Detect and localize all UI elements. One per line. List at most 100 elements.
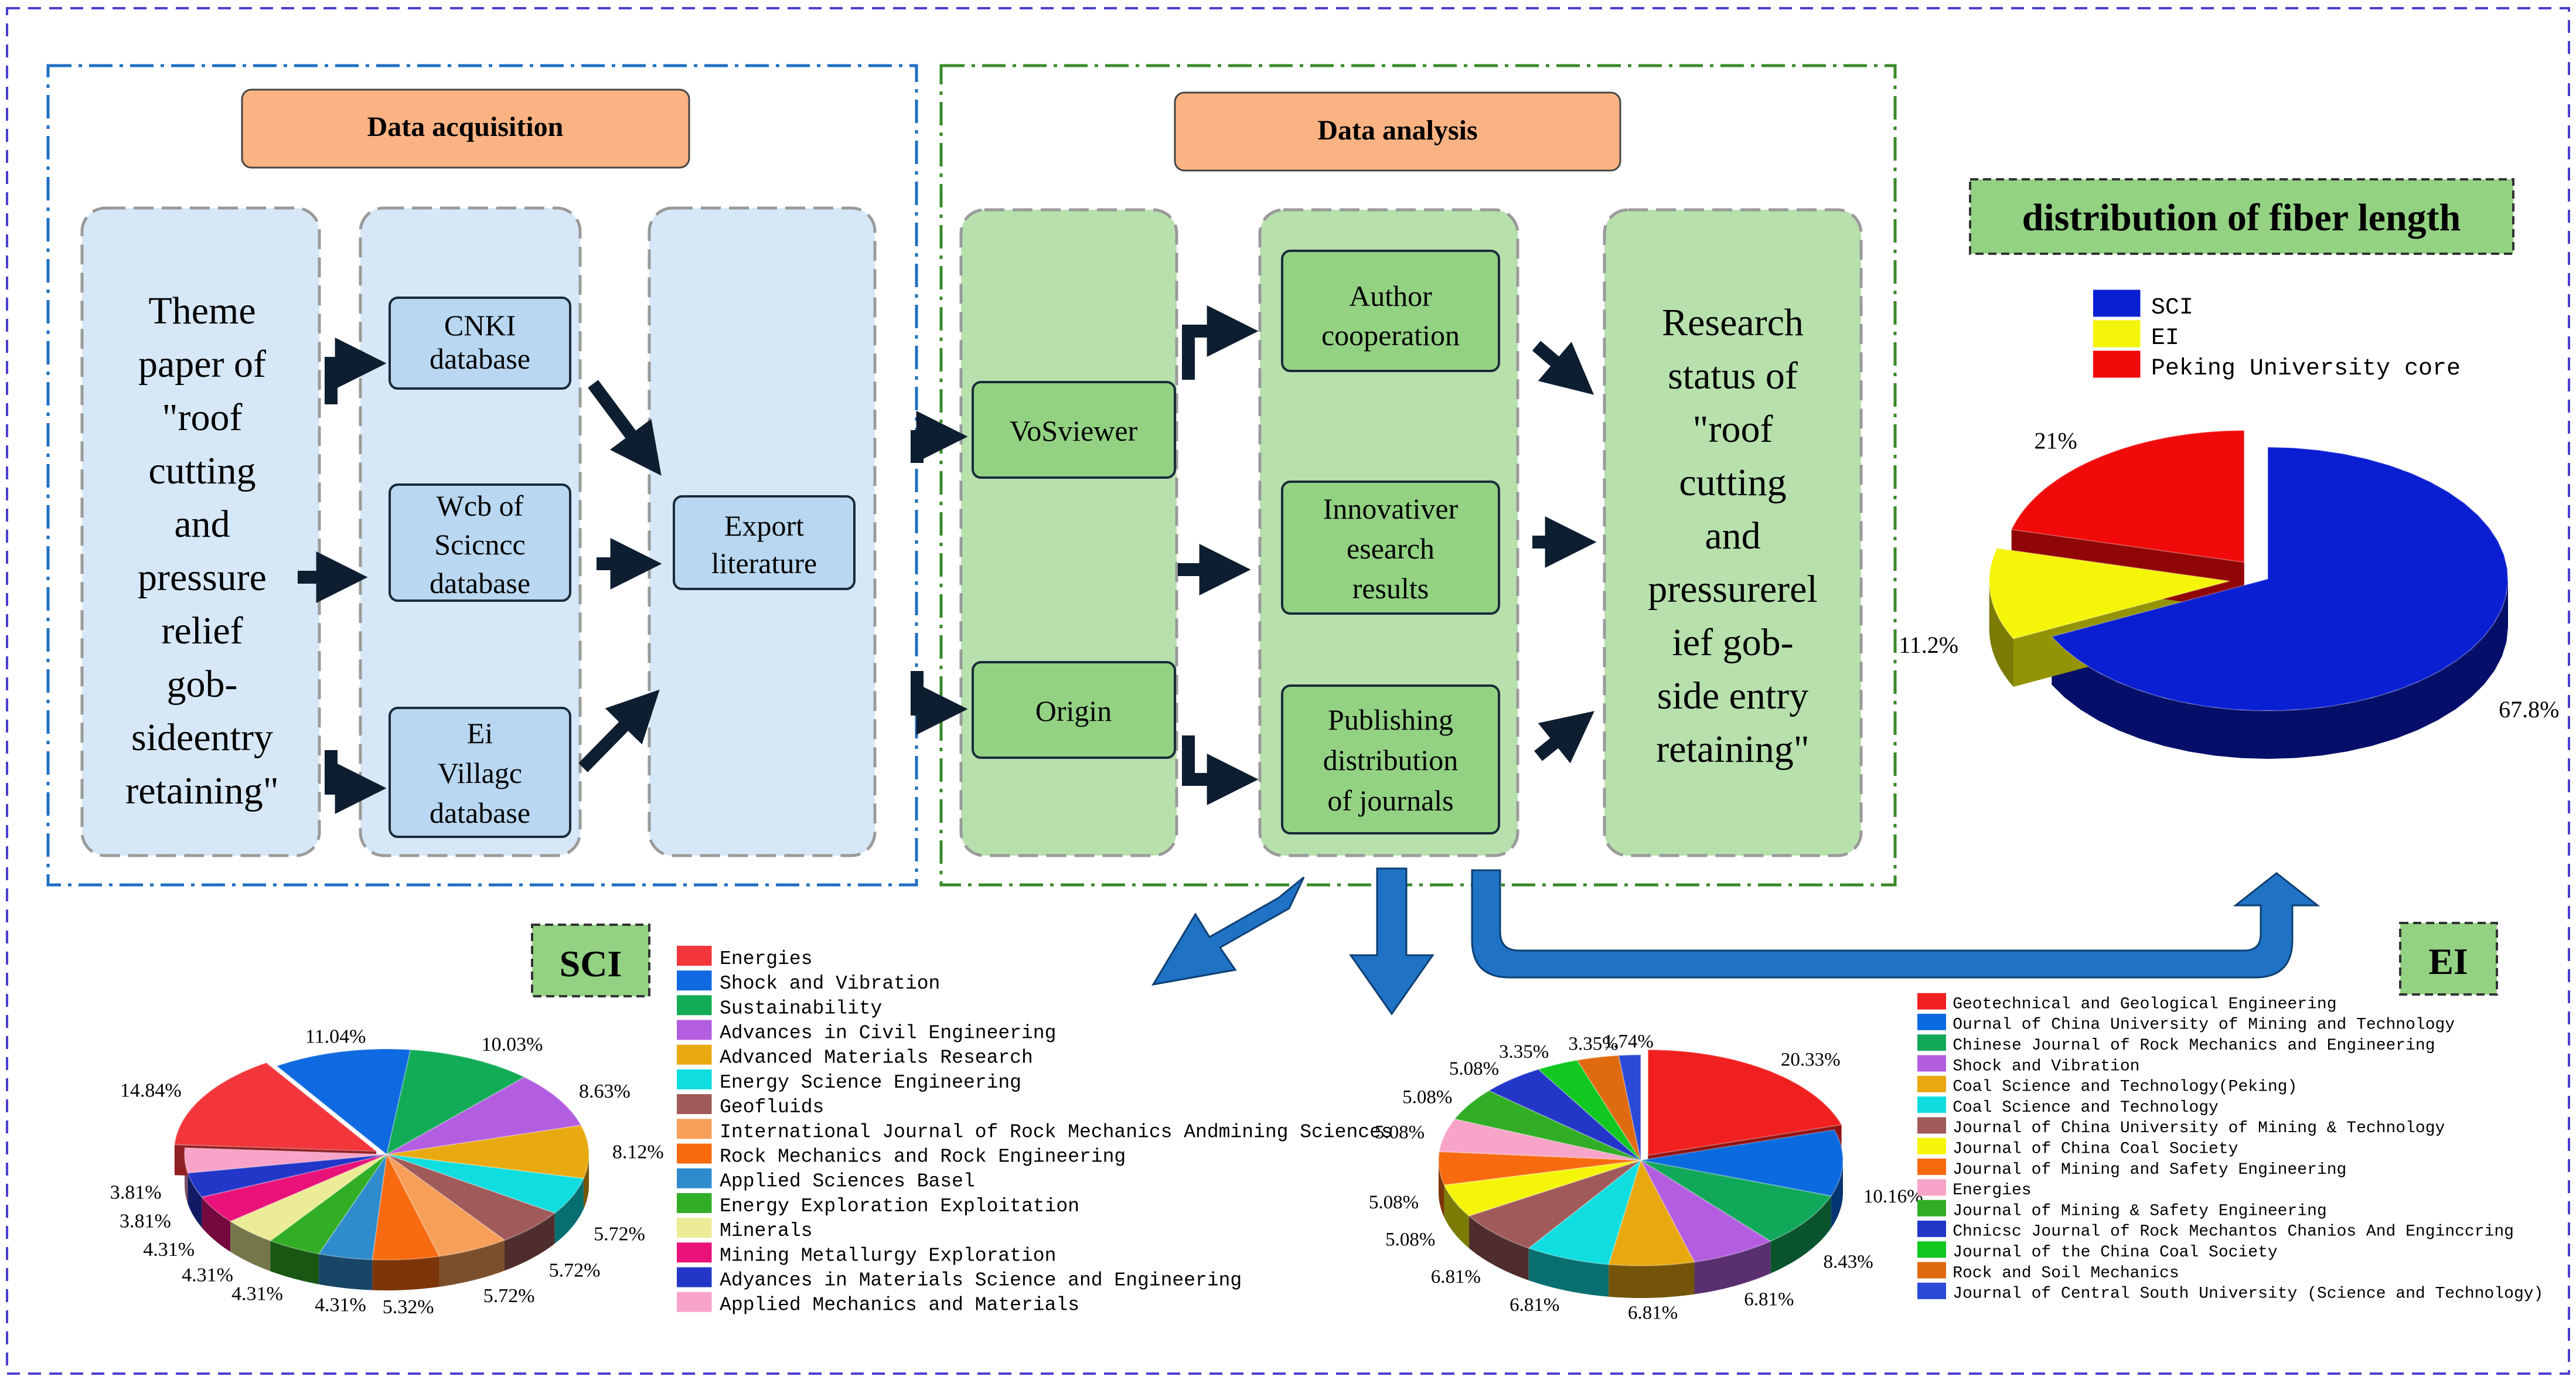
sci-chart-slice-mining-metallurgy-exploration xyxy=(200,1154,387,1222)
ei-chart-legend-label: Coal Science and Technology xyxy=(1953,1099,2219,1117)
ei-chart-legend-label: Journal of Mining and Safety Engineering xyxy=(1953,1161,2346,1179)
publishing-distribution-box xyxy=(1281,684,1500,834)
cnki-database-box xyxy=(389,297,571,390)
analysis-header-box xyxy=(1174,91,1621,172)
ei-chart-side-ournal-of-china-university-of-mining-and-technology xyxy=(1831,1160,1843,1228)
sci-chart-data-label: 4.31% xyxy=(182,1264,233,1286)
analysis-frame xyxy=(939,64,1897,887)
fiber-chart-legend-swatch-peking-university-core xyxy=(2093,350,2141,378)
ei-chart-slice-ournal-of-china-university-of-mining-and-technology xyxy=(1640,1129,1844,1197)
ei-chart-legend-swatch-journal-of-the-china-coal-society xyxy=(1917,1241,1946,1258)
fiber-chart-legend-label: Peking University core xyxy=(2151,356,2461,382)
ei-chart-side-chinese-journal-of-rock-mechanics-and-engineering xyxy=(1770,1195,1831,1274)
sci-label-box xyxy=(531,924,650,997)
vosviewer-box xyxy=(972,381,1176,479)
sci-chart-legend-label: Applied Sciences Basel xyxy=(720,1171,975,1193)
sci-chart-data-label: 5.72% xyxy=(594,1224,645,1245)
fiber-chart-slice-ei xyxy=(1988,547,2230,640)
ei-chart-data-label: 5.08% xyxy=(1402,1087,1452,1108)
sci-chart-legend-label: Rock Mechanics and Rock Engineering xyxy=(720,1146,1126,1168)
sci-chart-legend-label: Energy Science Engineering xyxy=(720,1072,1021,1094)
fiber-chart-legend-label: SCI xyxy=(2151,295,2193,321)
sci-chart-legend-label: Energies xyxy=(720,948,812,970)
sci-chart-legend-label: Geofluids xyxy=(720,1096,824,1118)
ei-chart-data-label: 5.08% xyxy=(1375,1122,1425,1143)
ei-chart-slice-chinese-journal-of-rock-mechanics-and-engineering xyxy=(1640,1160,1832,1242)
sci-chart-legend-label: Applied Mechanics and Materials xyxy=(720,1295,1079,1316)
sci-chart-data-label: 4.31% xyxy=(231,1283,283,1305)
ei-chart-slice-energies xyxy=(1439,1118,1641,1161)
ei-label-box xyxy=(2399,922,2498,996)
sci-chart-data-label: 3.81% xyxy=(110,1182,162,1204)
sci-chart-side-rock-mechanics-and-rock-engineering xyxy=(372,1256,439,1290)
ei-chart-legend-swatch-journal-of-mining-and-safety-engineering xyxy=(1917,1159,1946,1176)
sci-chart-side-minerals xyxy=(230,1221,271,1272)
ei-chart-legend-swatch-ournal-of-china-university-of-mining-and-technology xyxy=(1917,1013,1946,1030)
arrow-theme-to-ei xyxy=(325,750,387,814)
fiber-chart-legend-swatch-sci xyxy=(2093,289,2141,317)
ei-chart-legend-swatch-geotechnical-and-geological-engineering xyxy=(1917,993,1946,1010)
ei-chart-legend-label: Journal of China University of Mining & … xyxy=(1953,1119,2445,1137)
sci-chart-data-label: 5.72% xyxy=(483,1285,535,1307)
fiber-title-box xyxy=(1969,178,2514,255)
ei-chart-slice-coal-science-and-technology xyxy=(1527,1159,1642,1265)
sci-chart-slice-sustainability xyxy=(386,1049,526,1156)
ei-chart-slice-journal-of-china-coal-society xyxy=(1443,1160,1641,1217)
ei-chart-legend-label: Rock and Soil Mechanics xyxy=(1953,1264,2179,1282)
sci-chart-legend-swatch-shock-and-vibration xyxy=(677,970,712,991)
wos-database-box xyxy=(389,483,571,602)
ei-chart-legend-label: Journal of Mining & Safety Engineering xyxy=(1953,1202,2327,1220)
ei-chart-legend-swatch-journal-of-mining-safety-engineering xyxy=(1917,1200,1946,1217)
ei-chart-legend-label: Chinese Journal of Rock Mechanics and En… xyxy=(1953,1037,2435,1055)
ei-chart-side-shock-and-vibration xyxy=(1694,1241,1771,1295)
research-column xyxy=(1603,208,1863,857)
arrow-origin-to-publishing xyxy=(1182,735,1259,805)
sci-chart-legend-swatch-applied-sciences-basel xyxy=(677,1168,712,1188)
ei-chart-side-journal-of-china-coal-society xyxy=(1444,1185,1469,1248)
sci-chart-legend-swatch-minerals xyxy=(677,1218,712,1238)
ei-chart-legend-swatch-chinese-journal-of-rock-mechanics-and-engineering xyxy=(1917,1034,1946,1051)
sci-chart-legend-swatch-mining-metallurgy-exploration xyxy=(677,1242,712,1263)
arrow-author-to-research xyxy=(1532,340,1594,395)
sci-chart-data-label: 8.63% xyxy=(579,1081,631,1102)
fiber-chart-data-label: 21% xyxy=(2034,427,2077,454)
ei-chart-legend-label: Journal of Central South University (Sci… xyxy=(1953,1285,2543,1303)
sci-chart-data-label: 4.31% xyxy=(143,1239,195,1261)
ei-chart-legend-label: Coal Science and Technology(Peking) xyxy=(1953,1078,2297,1096)
ei-chart-data-label: 5.08% xyxy=(1449,1058,1499,1079)
ei-label: EI xyxy=(2428,941,2468,982)
ei-chart-legend-label: Journal of the China Coal Society xyxy=(1953,1244,2278,1262)
ei-chart-side-journal-of-china-university-of-mining-technology xyxy=(1468,1215,1529,1280)
fiber-chart-slice-peking-university-core xyxy=(2011,430,2245,563)
output-arrows xyxy=(1151,867,2321,1016)
sci-chart-legend-swatch-sustainability xyxy=(677,995,712,1016)
ei-chart-legend-label: Chnicsc Journal of Rock Mechantos Chanio… xyxy=(1953,1223,2514,1241)
ei-chart-legend-label: Shock and Vibration xyxy=(1953,1057,2139,1075)
sci-chart-side-adyances-in-materials-science-and-engineering xyxy=(188,1173,202,1228)
sci-chart-side-advanced-materials-research xyxy=(583,1154,589,1210)
ei-chart-data-label: 6.81% xyxy=(1431,1266,1481,1287)
ei-chart-legend-swatch-rock-and-soil-mechanics xyxy=(1917,1262,1946,1279)
sci-chart-legend-label: International Journal of Rock Mechanics … xyxy=(720,1121,1393,1143)
ei-chart-slice-geotechnical-and-geological-engineering xyxy=(1647,1049,1843,1156)
sci-chart-legend-label: Minerals xyxy=(720,1220,812,1242)
ei-chart-side-coal-science-and-technology xyxy=(1528,1248,1609,1297)
acquisition-header: Data acquisition xyxy=(367,111,564,142)
author-cooperation-box xyxy=(1281,250,1500,372)
sci-journal-pie-chart: 14.84%11.04%10.03%8.63%8.12%5.72%5.72%5.… xyxy=(110,945,1393,1318)
sci-chart-slice-energy-science-engineering xyxy=(386,1154,585,1214)
arrow-to-sci-chart xyxy=(1151,876,1305,986)
sci-chart-slice-rock-mechanics-and-rock-engineering xyxy=(372,1152,441,1261)
ei-chart-slice-shock-and-vibration xyxy=(1639,1159,1772,1263)
ei-chart-data-label: 5.08% xyxy=(1385,1229,1435,1250)
sci-chart-legend-swatch-adyances-in-materials-science-and-engineering xyxy=(677,1267,712,1287)
